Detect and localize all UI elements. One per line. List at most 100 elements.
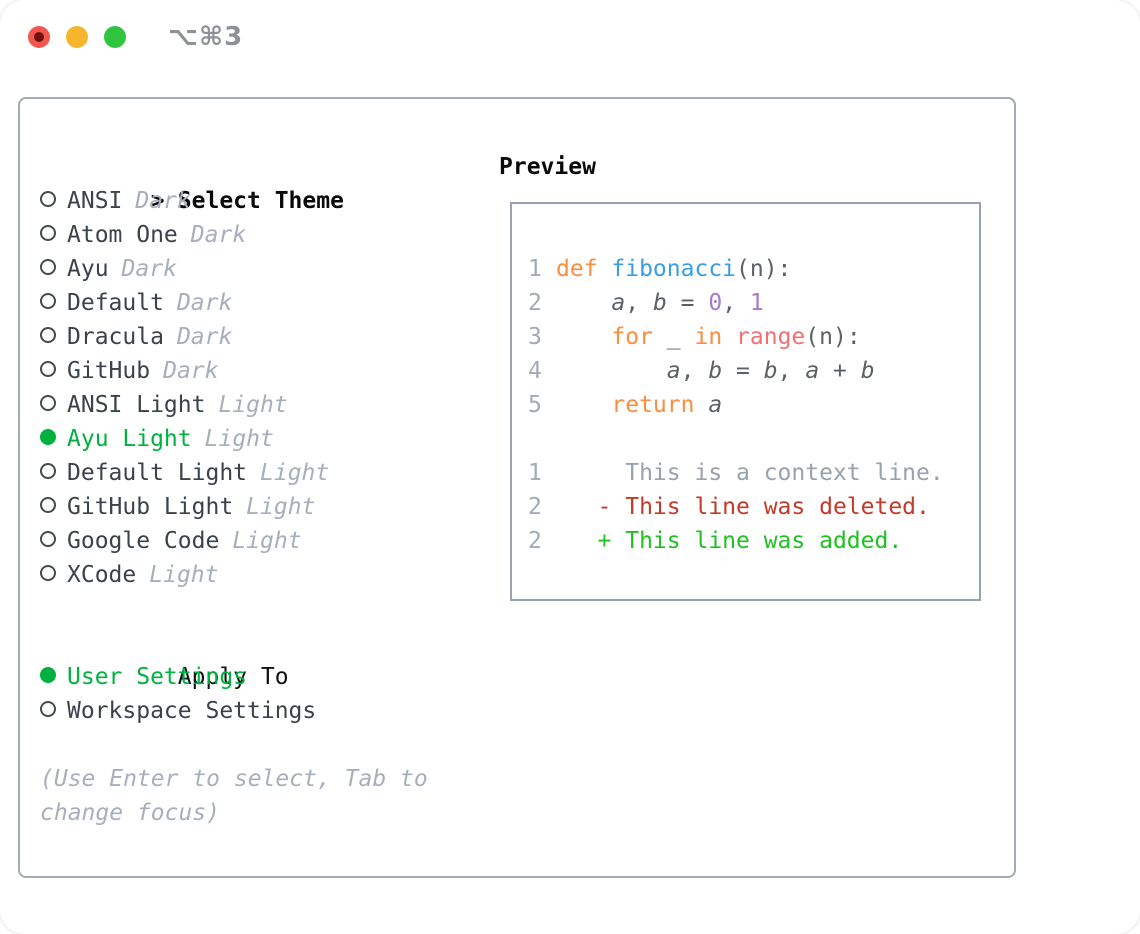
apply-option-user-settings[interactable]: User Settings <box>40 660 480 694</box>
theme-name: Ayu Light <box>67 426 192 452</box>
code-token: fibonacci <box>611 256 737 282</box>
code-token: def <box>556 256 612 282</box>
line-number: 1 <box>528 256 542 282</box>
theme-name: Dracula <box>67 324 164 350</box>
zoom-button[interactable] <box>104 26 126 48</box>
focus-caret-icon: > <box>150 188 165 214</box>
radio-icon <box>40 225 56 241</box>
theme-name: Ayu <box>67 256 109 282</box>
spacer <box>40 592 480 626</box>
code-token: a <box>611 290 626 316</box>
theme-variant-badge: Light <box>232 528 302 554</box>
code-token: + <box>819 358 861 384</box>
theme-variant-badge: Light <box>260 460 330 486</box>
window-titlebar: ⌥⌘3 <box>0 0 1140 74</box>
diff-line-added: 2 + This line was added. <box>528 524 979 558</box>
theme-option-ansi-dark[interactable]: ANSI Dark <box>40 184 480 218</box>
code-token: = <box>666 290 709 316</box>
code-token <box>722 324 736 350</box>
theme-variant-badge: Dark <box>190 222 247 248</box>
apply-option-label: Workspace Settings <box>67 698 317 724</box>
code-token <box>556 290 611 316</box>
code-token: 1 <box>749 290 764 316</box>
code-line: 5 return a <box>528 388 979 422</box>
code-token: _ <box>652 324 695 350</box>
theme-variant-badge: Dark <box>135 188 191 214</box>
code-token: , <box>777 358 806 384</box>
theme-variant-badge: Dark <box>176 290 233 316</box>
theme-variant-badge: Light <box>218 392 288 418</box>
theme-variant-badge: Light <box>149 562 219 588</box>
theme-name: Atom One <box>67 222 178 248</box>
radio-icon <box>40 565 56 581</box>
code-token: a <box>708 392 723 418</box>
radio-icon <box>40 463 56 479</box>
code-token: b <box>708 358 723 384</box>
theme-name: Default <box>67 290 164 316</box>
code-token: , <box>722 290 750 316</box>
code-line: 4 a, b = b, a + b <box>528 354 979 388</box>
radio-icon <box>40 497 56 513</box>
code-token: (n): <box>736 256 792 282</box>
code-token: a <box>666 358 681 384</box>
radio-selected-icon <box>40 667 56 683</box>
theme-name: ANSI Light <box>67 392 206 418</box>
radio-icon <box>40 395 56 411</box>
line-number: 4 <box>528 358 542 384</box>
radio-selected-icon <box>40 429 56 445</box>
theme-name: GitHub Light <box>67 494 234 520</box>
help-text: (Use Enter to select, Tab to change focu… <box>40 766 428 826</box>
radio-icon <box>40 701 56 717</box>
radio-icon <box>40 361 56 377</box>
code-token: in <box>694 324 723 350</box>
select-theme-title: Select Theme <box>177 188 344 214</box>
diff-line-deleted: 2 - This line was deleted. <box>528 490 979 524</box>
diff-text: + This line was added. <box>556 528 903 554</box>
diff-text: This is a context line. <box>556 460 944 486</box>
theme-name: ANSI <box>67 188 123 214</box>
diff-line-context: 1 This is a context line. <box>528 456 979 490</box>
code-line: 3 for _ in range(n): <box>528 320 979 354</box>
blank-line <box>528 422 979 456</box>
window-shortcut-label: ⌥⌘3 <box>168 22 244 52</box>
theme-variant-badge: Dark <box>176 324 233 350</box>
radio-icon <box>40 293 56 309</box>
theme-option-default-dark[interactable]: Default Dark <box>40 286 480 320</box>
theme-variant-badge: Light <box>204 426 274 452</box>
code-token: , <box>625 290 653 316</box>
apply-option-workspace-settings[interactable]: Workspace Settings <box>40 694 480 728</box>
line-number: 5 <box>528 392 542 418</box>
apply-to-header: Apply To <box>40 626 480 690</box>
code-token: return <box>611 392 695 418</box>
apply-to-title: Apply To <box>177 664 289 690</box>
theme-option-ansi-light-light[interactable]: ANSI Light Light <box>40 388 480 422</box>
close-button[interactable] <box>28 26 50 48</box>
theme-option-atom-one-dark[interactable]: Atom One Dark <box>40 218 480 252</box>
code-line: 1 def fibonacci(n): <box>528 252 979 286</box>
radio-icon <box>40 259 56 275</box>
diff-text: - This line was deleted. <box>556 494 930 520</box>
diff-preview: 1 This is a context line.2 - This line w… <box>528 456 979 558</box>
code-token: b <box>652 290 667 316</box>
line-number: 1 <box>528 460 542 486</box>
unsaved-dot-icon <box>34 32 44 42</box>
theme-option-default-light-light[interactable]: Default Light Light <box>40 456 480 490</box>
minimize-button[interactable] <box>66 26 88 48</box>
theme-variant-badge: Dark <box>163 358 219 384</box>
line-number: 2 <box>528 528 542 554</box>
code-token: (n): <box>805 324 861 350</box>
code-token <box>556 392 611 418</box>
code-token: 0 <box>708 290 723 316</box>
theme-option-ayu-light-light[interactable]: Ayu Light Light <box>40 422 480 456</box>
theme-option-dracula-dark[interactable]: Dracula Dark <box>40 320 480 354</box>
apply-option-label: User Settings <box>67 664 248 690</box>
theme-name: Default Light <box>67 460 248 486</box>
code-line: 2 a, b = 0, 1 <box>528 286 979 320</box>
